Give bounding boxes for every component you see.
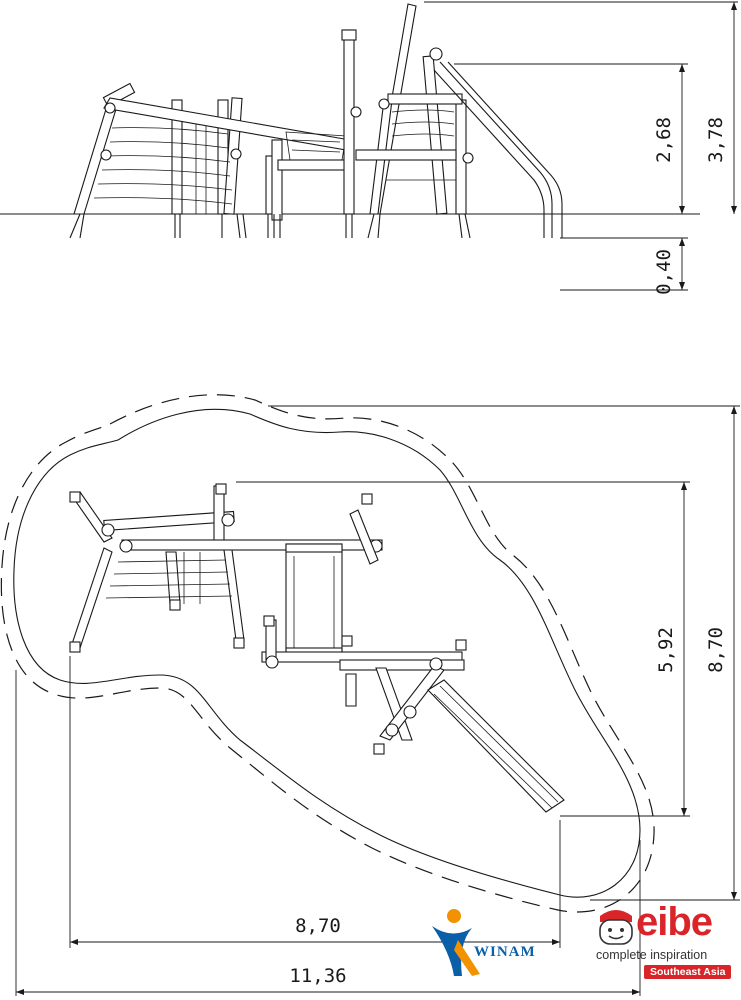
dim-foundation-depth: 0,40 — [653, 249, 675, 295]
dim-plan-depth-inner: 5,92 — [655, 627, 677, 673]
eibe-tagline: complete inspiration — [596, 948, 708, 962]
plan-dimensions: 5,92 8,70 8,70 11,36 — [15, 405, 740, 996]
plan-slide-tower — [339, 635, 565, 813]
dim-plan-width-outer: 11,36 — [289, 965, 346, 987]
left-climbing-frame — [69, 82, 351, 239]
eibe-wordmark: eibe — [636, 900, 713, 944]
plan-view: 5,92 8,70 8,70 11,36 — [0, 394, 740, 996]
eibe-region-badge: Southeast Asia — [644, 965, 732, 979]
dim-plan-width-inner: 8,70 — [295, 915, 341, 937]
slide-tower — [341, 3, 563, 239]
dim-platform-height: 2,68 — [653, 117, 675, 163]
winam-wordmark: WINAM — [474, 944, 536, 960]
plan-climbing-frame — [69, 483, 383, 653]
plan-bridge — [261, 543, 463, 669]
side-elevation: 2,68 3,78 0,40 — [0, 1, 738, 295]
eibe-face-icon — [599, 910, 633, 945]
elevation-dimensions: 2,68 3,78 0,40 — [424, 1, 738, 295]
winam-logo: WINAM — [428, 906, 568, 980]
winam-figure-icon — [432, 909, 480, 976]
dim-total-height: 3,78 — [705, 117, 727, 163]
dim-plan-depth-outer: 8,70 — [705, 627, 727, 673]
safety-zone-outer — [0, 394, 655, 913]
bridge-section — [265, 131, 347, 238]
eibe-logo: eibe complete inspiration Southeast Asia — [592, 900, 732, 984]
